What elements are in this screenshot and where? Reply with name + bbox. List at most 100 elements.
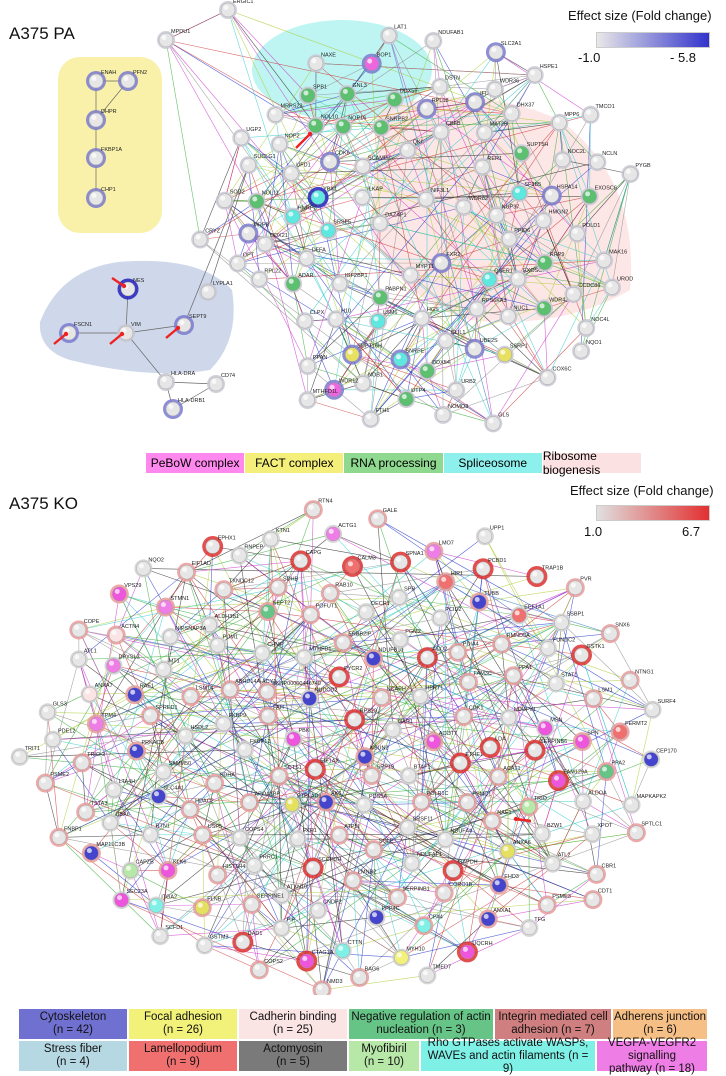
node-label: MT1 — [169, 658, 180, 664]
network-node: ACOT7 — [424, 731, 457, 752]
node-label: SPNA1 — [406, 551, 424, 557]
network-edge — [352, 355, 427, 372]
node-label: TUBB — [484, 591, 499, 597]
node-label: CNDP2 — [323, 899, 342, 905]
node-label: PCID2 — [445, 607, 461, 613]
network-node: KTN1 — [262, 528, 290, 548]
node-label: NAE1 — [497, 810, 511, 816]
node-label: RPL18 — [432, 98, 449, 104]
node-label: GSTM3 — [210, 934, 229, 940]
network-node: ALDOA — [574, 790, 607, 810]
network-edge — [218, 875, 322, 990]
node-label: FAH — [273, 705, 284, 711]
network-node: SPTLC1 — [627, 822, 662, 843]
category-legend: Cytoskeleton(n = 42) Focal adhesion (n = 2… — [18, 1008, 708, 1072]
network-node: CAPG — [290, 550, 321, 572]
network-node: HNRPC — [284, 206, 318, 226]
node-label: RNPEP — [244, 545, 263, 551]
category-legend-item: Cytoskeleton(n = 42) — [18, 1008, 128, 1040]
network-edge — [59, 837, 160, 936]
node-label: MYH10 — [406, 947, 424, 953]
node-label: CDK1 — [469, 706, 484, 712]
node-label: NMD3 — [327, 979, 343, 985]
node-label: NCAPH — [387, 687, 406, 693]
node-label: HLA-DRB1 — [178, 398, 205, 404]
category-legend-item: Cadherin binding(n = 25) — [238, 1008, 348, 1040]
category-count: (n = 10) — [364, 1056, 404, 1068]
network-edge — [307, 720, 355, 962]
network-node: SSBP1 — [553, 612, 585, 632]
node-label: TMCO1 — [596, 104, 615, 110]
network-node: MPDU1 — [157, 29, 190, 49]
node-label: MSN — [550, 717, 562, 723]
node-label: GLS — [498, 412, 509, 418]
network-node: DDX54 — [418, 360, 450, 380]
node-label: NOC2L — [568, 149, 586, 155]
node-label: SUPT5H — [527, 142, 549, 148]
network-edge — [427, 893, 444, 976]
network-node: POFUT1 — [301, 604, 337, 625]
category-label: Cadherin binding — [250, 1011, 337, 1023]
node-label: RTN1 — [156, 824, 170, 830]
node-label: CCDC86 — [578, 283, 600, 289]
network-node: GSTM3 — [196, 934, 229, 954]
category-label: Focal adhesion — [144, 1011, 222, 1023]
node-label: PDIA4 — [463, 641, 479, 647]
node-label: PYGB — [635, 163, 651, 169]
network-node: SERPINB1 — [388, 887, 430, 908]
node-label: SF3B5 — [524, 182, 541, 188]
network-node: BTAF1 — [400, 765, 431, 785]
network-node: UTP4 — [397, 388, 425, 408]
node-label: BTAF1 — [414, 765, 431, 771]
network-node: COPE — [69, 619, 99, 640]
node-label: WDR36 — [500, 78, 519, 84]
node-label: FXR1 — [303, 828, 317, 834]
category-count: (n = 6) — [643, 1024, 677, 1036]
node-label: COPE — [84, 619, 100, 625]
category-label: Integrin mediated cell — [498, 1011, 607, 1023]
node-label: NDUFAB1 — [438, 30, 463, 36]
node-label: SCTS1 — [284, 765, 302, 771]
network-edge — [262, 653, 427, 657]
node-label: NOMO3 — [448, 404, 468, 410]
node-label: SEPT9 — [189, 314, 206, 320]
node-label: CEP170 — [656, 748, 677, 754]
network-edge — [271, 539, 279, 776]
node-label: MPDU1 — [171, 29, 190, 35]
node-label: ACAT1 — [503, 766, 520, 772]
node-label: COPS4 — [245, 827, 264, 833]
node-label: CDT1 — [598, 889, 612, 895]
node-label: RPS6KA3 — [482, 298, 507, 304]
complex-legend-item: RNA processing — [344, 453, 443, 473]
node-label: HLA-DRA — [171, 371, 195, 377]
node-label: SEC23A — [127, 889, 148, 895]
node-label: PGM2 — [405, 629, 421, 635]
node-label: RPL22 — [264, 268, 281, 274]
node-label: LSM6 — [383, 310, 397, 316]
network-edge — [59, 835, 151, 838]
node-label: HIP1 — [451, 571, 463, 577]
node-label: LMO7 — [439, 540, 454, 546]
category-count: adhesion (n = 7) — [511, 1024, 594, 1036]
node-label: HSPE1 — [540, 64, 558, 70]
network-node: LSM6 — [369, 310, 397, 330]
category-count: WAVEs and actin filaments (n = 9) — [428, 1050, 589, 1075]
node-label: NQO1 — [586, 340, 602, 346]
node-label: POLD1 — [582, 223, 600, 229]
node-label: COX6C — [553, 367, 572, 373]
node-label: MTHFD1 — [309, 646, 331, 652]
node-label: PPP4C — [382, 906, 400, 912]
node-label: DECR1 — [371, 601, 390, 607]
network-node: ACTG1 — [324, 523, 356, 543]
node-label: MTHFD1L — [313, 389, 338, 395]
category-count: (n = 4) — [56, 1056, 90, 1068]
category-count: (n = 25) — [273, 1024, 313, 1036]
node-label: POFUT1 — [316, 604, 338, 610]
network-edge — [187, 572, 218, 645]
node-label: KLK6 — [173, 859, 186, 865]
node-label: ATL1 — [84, 648, 97, 654]
node-label: CBFB — [446, 121, 461, 127]
category-legend-item: Actomyosin(n = 5) — [238, 1040, 348, 1072]
node-label: HSDL2 — [191, 725, 209, 731]
